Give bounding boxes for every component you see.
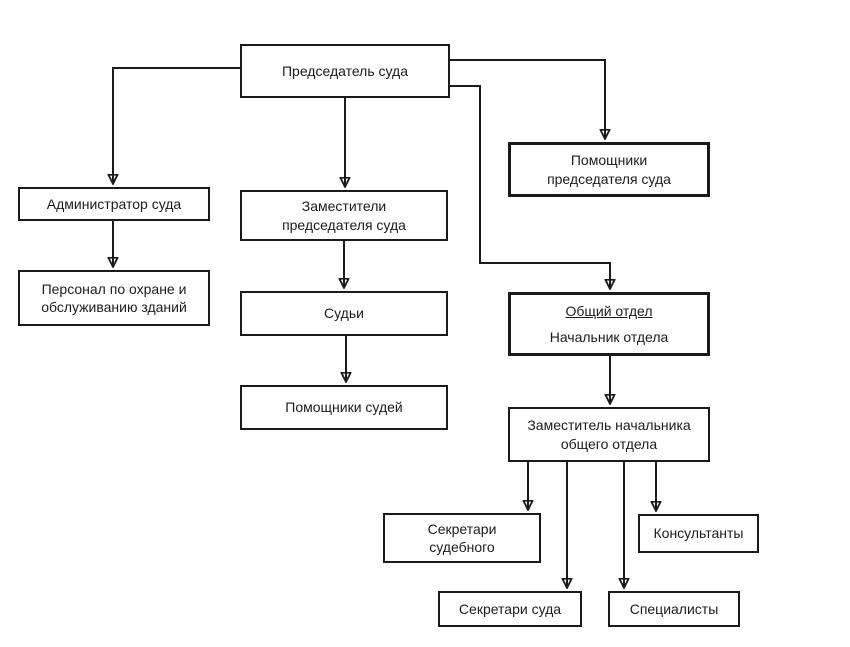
edge-chairman-chairman-assistants <box>450 59 605 138</box>
edge-chairman-general-department <box>450 85 610 288</box>
node-court-secretaries-label: Секретари суда <box>458 600 562 617</box>
node-administrator: Администратор суда <box>18 187 210 221</box>
node-general-department: Общий отдел Начальник отдела <box>508 292 710 356</box>
node-chairman: Председатель суда <box>240 44 450 98</box>
node-session-secretaries: Секретари судебного <box>383 513 541 563</box>
node-specialists: Специалисты <box>608 591 740 627</box>
edge-chairman-administrator <box>113 67 241 183</box>
node-general-department-subtitle: Начальник отдела <box>549 328 669 345</box>
node-chairman-label: Председатель суда <box>281 62 409 79</box>
node-general-department-title: Общий отдел <box>565 303 653 320</box>
node-consultants-label: Консультанты <box>653 525 744 542</box>
node-judge-assistants: Помощники судей <box>240 385 448 430</box>
node-judge-assistants-label: Помощники судей <box>285 399 403 416</box>
node-consultants: Консультанты <box>638 514 759 553</box>
node-judges: Судьи <box>240 291 448 336</box>
node-court-secretaries: Секретари суда <box>438 591 582 627</box>
node-administrator-label: Администратор суда <box>46 195 182 212</box>
node-specialists-label: Специалисты <box>629 600 719 617</box>
node-judges-label: Судьи <box>324 305 364 322</box>
node-deputies: Заместители председателя суда <box>240 190 448 241</box>
node-security-personnel: Персонал по охране и обслуживанию зданий <box>18 270 210 326</box>
node-chairman-assistants-label: Помощники председателя суда <box>547 152 671 187</box>
node-chairman-assistants: Помощники председателя суда <box>508 142 710 197</box>
node-deputies-label: Заместители председателя суда <box>282 198 406 233</box>
node-deputy-head-label: Заместитель начальника общего отдела <box>527 417 691 452</box>
node-deputy-head: Заместитель начальника общего отдела <box>508 407 710 462</box>
node-security-personnel-label: Персонал по охране и обслуживанию зданий <box>41 280 187 315</box>
node-session-secretaries-label: Секретари судебного <box>427 520 497 555</box>
